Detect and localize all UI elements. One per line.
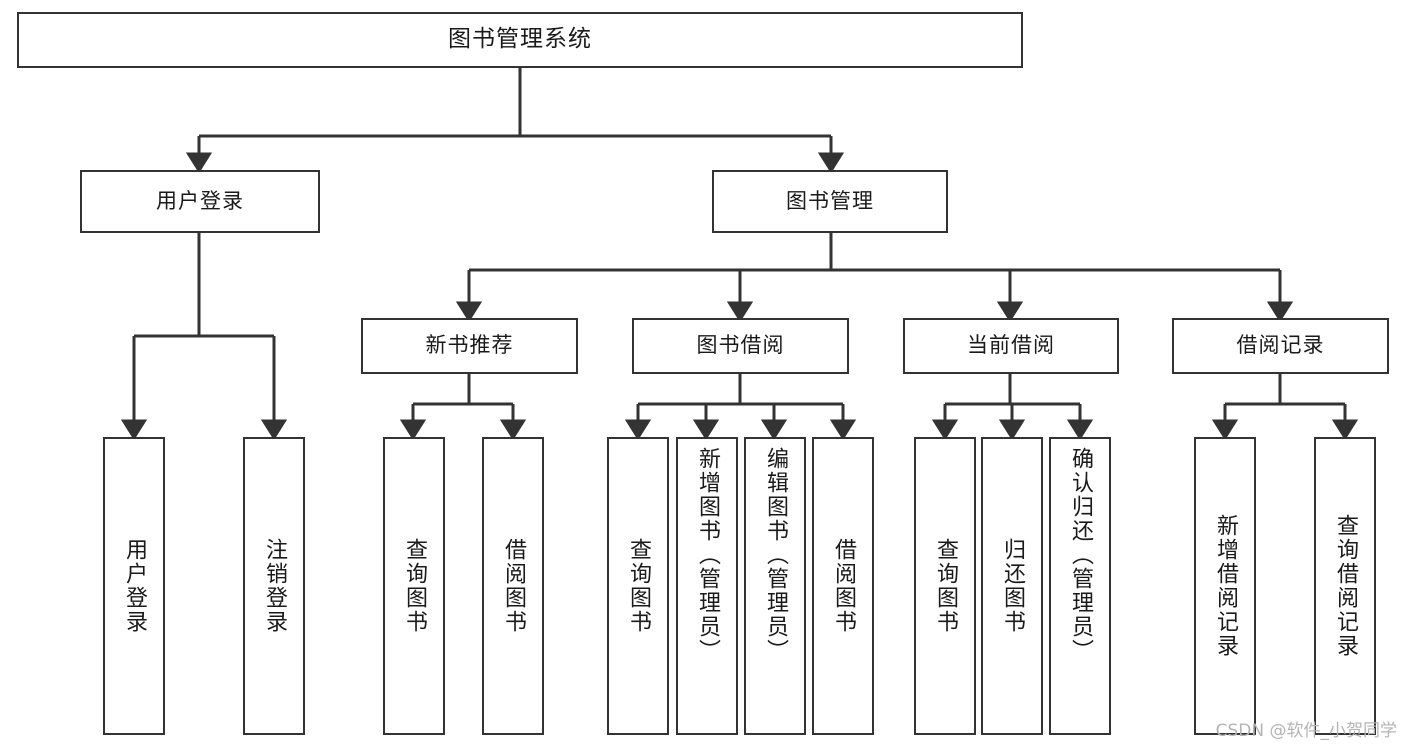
node-label: 图书借阅: [696, 333, 785, 358]
node-user-login[interactable]: 用户登录: [80, 170, 320, 233]
node-label: 借阅记录: [1236, 333, 1325, 358]
watermark-text: CSDN @软件_小贺同学: [1215, 721, 1397, 741]
node-borrow-record[interactable]: 借阅记录: [1172, 318, 1389, 374]
node-new-book-recommend[interactable]: 新书推荐: [361, 318, 578, 374]
leaf-borrow-record-add[interactable]: 新增借阅记录: [1194, 437, 1256, 735]
node-label: 借阅图书: [500, 538, 526, 634]
leaf-current-borrow-query[interactable]: 查询图书: [914, 437, 976, 735]
node-label: 用户登录: [156, 188, 244, 213]
node-label: 确认归还（管理员）: [1067, 447, 1093, 663]
node-book-borrow[interactable]: 图书借阅: [632, 318, 849, 374]
node-label: 查询借阅记录: [1332, 514, 1358, 658]
node-label: 图书管理系统: [448, 26, 592, 53]
leaf-book-borrow-add[interactable]: 新增图书（管理员）: [676, 437, 738, 735]
node-label: 图书管理: [786, 188, 874, 213]
leaf-user-login-signout[interactable]: 注销登录: [243, 437, 305, 735]
leaf-new-book-query[interactable]: 查询图书: [383, 437, 445, 735]
node-label: 查询图书: [401, 538, 427, 634]
node-current-borrow[interactable]: 当前借阅: [903, 318, 1119, 374]
node-label: 新增借阅记录: [1212, 514, 1238, 658]
node-label: 借阅图书: [830, 538, 856, 634]
node-label: 注销登录: [261, 538, 287, 634]
node-label: 编辑图书（管理员）: [762, 447, 788, 663]
node-label: 新增图书（管理员）: [694, 447, 720, 663]
node-label: 当前借阅: [967, 333, 1055, 358]
node-book-management[interactable]: 图书管理: [712, 170, 948, 233]
leaf-borrow-record-query[interactable]: 查询借阅记录: [1314, 437, 1376, 735]
node-label: 查询图书: [625, 538, 651, 634]
node-label: 归还图书: [999, 538, 1025, 634]
leaf-book-borrow-lend[interactable]: 借阅图书: [812, 437, 874, 735]
leaf-book-borrow-query[interactable]: 查询图书: [607, 437, 669, 735]
node-label: 查询图书: [932, 538, 958, 634]
leaf-new-book-borrow[interactable]: 借阅图书: [482, 437, 544, 735]
node-root-system[interactable]: 图书管理系统: [17, 12, 1023, 68]
leaf-book-borrow-edit[interactable]: 编辑图书（管理员）: [744, 437, 806, 735]
leaf-current-borrow-confirm[interactable]: 确认归还（管理员）: [1049, 437, 1111, 735]
leaf-user-login-signin[interactable]: 用户登录: [103, 437, 165, 735]
node-label: 用户登录: [121, 538, 147, 634]
leaf-current-borrow-return[interactable]: 归还图书: [981, 437, 1043, 735]
node-label: 新书推荐: [425, 333, 514, 358]
